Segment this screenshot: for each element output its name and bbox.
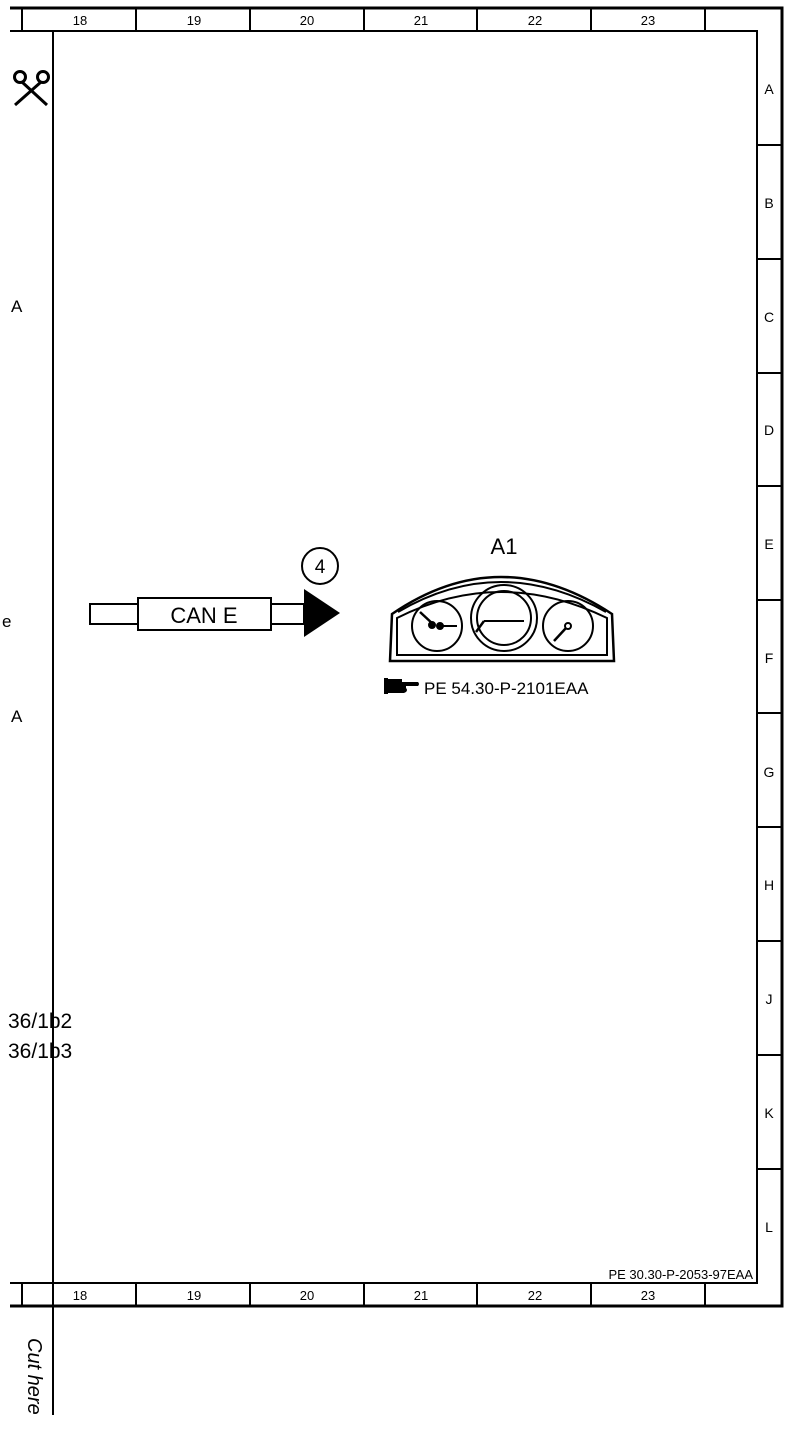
top-column-numbers: 18 19 20 21 22 23	[73, 13, 655, 28]
callout-circle	[301, 547, 339, 585]
can-e-label: CAN E	[170, 603, 237, 628]
scissors-icon	[13, 70, 50, 107]
row-letter: D	[764, 422, 774, 438]
instrument-cluster-icon	[388, 575, 616, 663]
row-letter: B	[764, 195, 773, 211]
left-margin-ref: A	[11, 297, 23, 316]
column-number: 20	[300, 1288, 314, 1303]
callout-number: 4	[315, 557, 326, 578]
column-number: 18	[73, 1288, 87, 1303]
row-letter: J	[766, 991, 773, 1007]
column-number: 20	[300, 13, 314, 28]
column-number: 23	[641, 13, 655, 28]
arrow-icon	[304, 589, 340, 637]
row-letter: E	[764, 536, 773, 552]
row-letter: K	[764, 1105, 774, 1121]
can-e-bus-connector: CAN E 4	[89, 547, 340, 637]
document-number: PE 30.30-P-2053-97EAA	[608, 1267, 753, 1282]
row-letter: C	[764, 309, 774, 325]
column-number: 18	[73, 13, 87, 28]
row-letter: L	[765, 1219, 773, 1235]
component-label-a1: A1	[491, 534, 518, 559]
can-e-label-box	[137, 597, 272, 631]
left-margin-ref: A	[11, 707, 23, 726]
pointing-hand-icon	[384, 678, 419, 694]
sheet-frame	[10, 6, 784, 1415]
column-number: 22	[528, 13, 542, 28]
row-letters: A B C D E F G H J K L	[764, 81, 775, 1235]
left-margin-ref-partial: e	[2, 612, 11, 631]
column-number: 23	[641, 1288, 655, 1303]
component-ref-36-1b2: 36/1b2	[8, 1010, 72, 1033]
column-number: 19	[187, 13, 201, 28]
column-number: 22	[528, 1288, 542, 1303]
column-number: 21	[414, 1288, 428, 1303]
row-letter: H	[764, 877, 774, 893]
bottom-column-numbers: 18 19 20 21 22 23	[73, 1288, 655, 1303]
component-reference: PE 54.30-P-2101EAA	[424, 679, 589, 698]
column-number: 21	[414, 13, 428, 28]
row-letter: F	[765, 650, 774, 666]
row-letter: G	[764, 764, 775, 780]
row-letter: A	[764, 81, 774, 97]
column-number: 19	[187, 1288, 201, 1303]
component-ref-36-1b3: 36/1b3	[8, 1040, 72, 1063]
cut-here-label: Cut here	[23, 1338, 45, 1415]
